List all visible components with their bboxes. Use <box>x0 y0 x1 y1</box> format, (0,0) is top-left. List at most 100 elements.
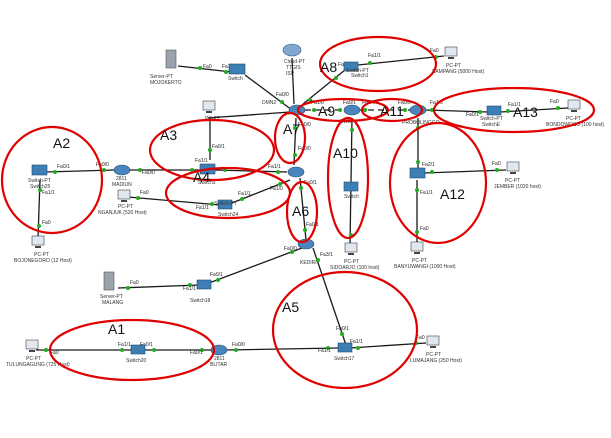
device-type: Switch-PT <box>28 178 51 184</box>
device-name: SIDOARJO (100 host) <box>330 265 380 271</box>
switch-icon <box>228 63 246 75</box>
link-server-switch[interactable] <box>177 65 233 73</box>
device-name: Switch24 <box>218 212 239 218</box>
link-a7[interactable] <box>293 117 297 166</box>
port-label: Fa1/1 <box>42 190 55 196</box>
port-label: Fa1/1 <box>118 342 131 348</box>
switch-a10[interactable]: Switch <box>343 181 359 200</box>
device-type: Server-PT <box>100 294 123 300</box>
port-label: Fa0/1 <box>140 342 153 348</box>
switch-a2[interactable]: Switch-PT Switch25 <box>28 164 51 190</box>
cloud-isp[interactable]: Cloud-PT TTGIS ISP <box>282 43 305 77</box>
router-madiun[interactable]: 2811 MADIUN <box>112 164 132 188</box>
link-blitar-switch17[interactable] <box>225 347 339 351</box>
router-icon <box>113 164 131 176</box>
link-lumajang[interactable] <box>349 342 427 349</box>
router-icon <box>343 104 361 116</box>
link-a5[interactable] <box>312 247 347 346</box>
area-a1-ellipse <box>48 318 216 382</box>
server-malang[interactable]: Server-PT MALANG <box>100 271 123 306</box>
link-jember[interactable] <box>423 169 507 174</box>
area-ellipses <box>0 35 596 390</box>
device-name: BLITAR <box>210 362 228 368</box>
link-nganjuk[interactable] <box>127 196 221 206</box>
area-label-a11: A11 <box>380 103 404 119</box>
port-label: Fa1/1 <box>238 191 251 197</box>
port-label: Fa0/0 <box>298 122 311 128</box>
port-label: Fa1/1 <box>350 339 363 345</box>
area-labels: A1 A2 A3 A4 A5 A6 A7 A8 A9 A10 A11 A12 A… <box>53 59 538 337</box>
link-sampang[interactable] <box>357 55 445 66</box>
switch-a5[interactable]: Switch17 <box>334 342 355 362</box>
area-label-a13: A13 <box>513 104 538 120</box>
port-label: Fa0/1 <box>466 112 479 118</box>
pc-icon <box>444 46 458 57</box>
area-a5-ellipse <box>271 270 419 390</box>
port-label: Fa0/1 <box>57 164 70 170</box>
switch-a13[interactable]: Switch-PT SwitchE <box>480 105 503 128</box>
port-label: Fa1/0 <box>311 100 324 106</box>
device-type: 2811 <box>214 356 225 362</box>
router-a7[interactable] <box>287 166 305 178</box>
pc-icon <box>25 339 39 350</box>
pc-nganjuk[interactable]: PC-PT NGANJUK (520 Host) <box>98 189 147 216</box>
area-label-a8: A8 <box>320 59 337 75</box>
area-a7-ellipse <box>273 111 307 165</box>
link-a3[interactable] <box>214 169 288 173</box>
device-name: SAMPANG (5000 Host) <box>432 69 484 75</box>
device-type: PC-PT <box>566 116 581 122</box>
link-a10[interactable] <box>349 117 353 246</box>
device-name: Switch25 <box>30 184 51 190</box>
device-name: Switch20 <box>126 358 147 364</box>
pc-top-mid[interactable]: PC-PT <box>202 100 220 122</box>
pc-sidoarjo[interactable]: PC-PT SIDOARJO (100 host) <box>330 242 380 271</box>
port-label: Fa0 <box>416 335 425 341</box>
device-name: TTGIS <box>286 65 301 71</box>
pc-icon <box>117 189 131 200</box>
device-name: MALANG <box>102 300 123 306</box>
switch-top[interactable]: Switch <box>228 63 246 82</box>
router-blitar[interactable]: 2811 BLITAR <box>210 344 228 368</box>
area-label-a3: A3 <box>160 127 177 143</box>
link-malang[interactable] <box>117 284 200 289</box>
pc-banyuwangi[interactable]: PC-PT BANYUWANGI (1000 Host) <box>394 241 456 270</box>
link-switch-router[interactable] <box>244 74 293 111</box>
pc-jember[interactable]: PC-PT JEMBER (1020 host) <box>494 161 541 190</box>
device-name: LUMAJANG (250 Host) <box>410 358 462 364</box>
port-label: Fa1/0 <box>270 186 283 192</box>
area-a11-ellipse <box>360 97 424 123</box>
switch-icon <box>130 344 146 355</box>
device-name: Switch18 <box>190 298 211 304</box>
link-cloud-router[interactable] <box>291 57 295 105</box>
area-a3-ellipse <box>148 118 276 182</box>
switch-icon <box>217 199 233 210</box>
port-label: Fa1/1 <box>508 102 521 108</box>
device-name: NGANJUK (520 Host) <box>98 210 147 216</box>
server-mojokerto[interactable]: Server-PT MOJOKERTO <box>150 49 182 86</box>
pc-tulungagung[interactable]: PC-PT TULUNGAGUNG (725 Host) <box>6 339 70 368</box>
device-type: PC-PT <box>118 204 133 210</box>
switch-icon <box>337 342 353 353</box>
device-name: Switch17 <box>334 356 355 362</box>
switch-a1[interactable]: Switch20 <box>126 344 147 364</box>
link-pc-router[interactable] <box>207 111 291 119</box>
router-icon <box>210 344 228 356</box>
pc-lumajang[interactable]: PC-PT LUMAJANG (250 Host) <box>410 335 462 364</box>
port-label: Fa1/1 <box>196 205 209 211</box>
area-a8-ellipse <box>318 35 438 93</box>
pc-sampang[interactable]: PC-PT SAMPANG (5000 Host) <box>432 46 484 75</box>
server-icon <box>103 271 115 291</box>
link-a13[interactable] <box>424 109 489 113</box>
switch-a4[interactable]: Switch-PT Switch24 <box>214 199 239 218</box>
switch-a12[interactable] <box>409 167 426 179</box>
switch-malang[interactable]: Switch18 <box>190 279 212 304</box>
port-label: Fa0/0 <box>232 342 245 348</box>
link-kediri-switch18[interactable] <box>208 247 303 284</box>
device-name: KEDIRI <box>300 260 317 266</box>
area-label-a1: A1 <box>108 321 125 337</box>
pc-bojonegoro[interactable]: PC-PT BOJONEGORO (12 Host) <box>14 235 72 264</box>
port-label: Fa0 <box>492 161 501 167</box>
area-a13-ellipse <box>432 86 596 134</box>
switch-a8[interactable]: Switch-PT Switch1 <box>343 61 369 79</box>
